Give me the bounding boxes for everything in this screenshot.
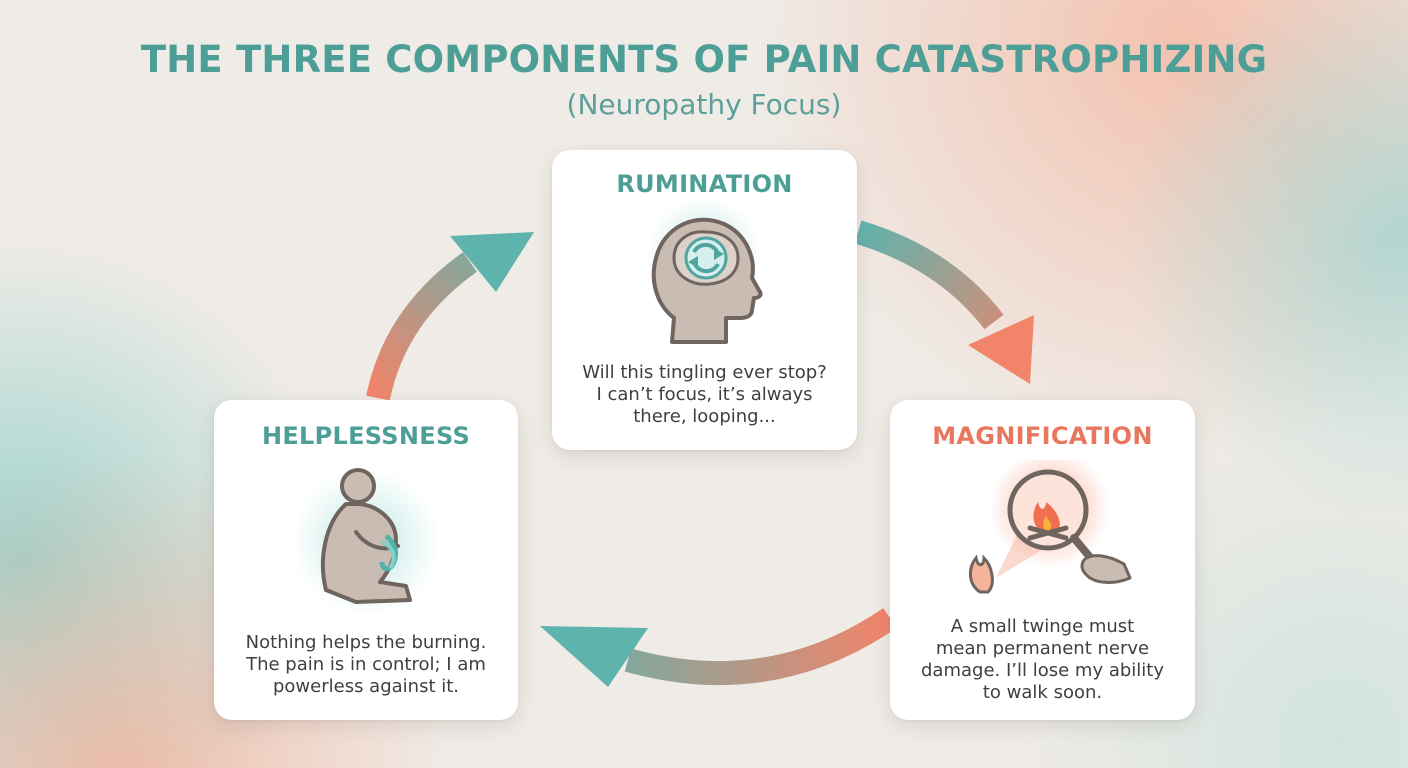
arrow-magnification-to-helplessness bbox=[540, 608, 897, 687]
rumination-line-2: I can’t focus, it’s always bbox=[596, 384, 813, 405]
helplessness-title: HELPLESSNESS bbox=[261, 422, 471, 450]
page-subtitle: (Neuropathy Focus) bbox=[566, 88, 842, 121]
rumination-line-3: there, looping... bbox=[633, 406, 776, 427]
magnifying-glass-fire-icon bbox=[969, 460, 1132, 594]
bound-seated-person-icon bbox=[292, 468, 440, 612]
rumination-text: Will this tingling ever stop? I can’t fo… bbox=[562, 362, 847, 428]
rumination-line-1: Will this tingling ever stop? bbox=[582, 362, 827, 383]
magnification-card: MAGNIFICATION A small twinge must mean p… bbox=[890, 400, 1195, 720]
page-title: THE THREE COMPONENTS OF PAIN CATASTROPHI… bbox=[140, 38, 1268, 81]
rumination-card: RUMINATION Will this tingling ever stop?… bbox=[552, 150, 857, 450]
helplessness-line-1: Nothing helps the burning. bbox=[245, 632, 487, 653]
helplessness-text: Nothing helps the burning. The pain is i… bbox=[224, 632, 508, 698]
magnification-title: MAGNIFICATION bbox=[932, 422, 1153, 450]
rumination-title: RUMINATION bbox=[616, 170, 793, 198]
magnification-text: A small twinge must mean permanent nerve… bbox=[900, 616, 1185, 704]
arrow-rumination-to-magnification bbox=[854, 220, 1034, 384]
head-with-looping-arrows-icon bbox=[646, 200, 763, 344]
helplessness-line-2: The pain is in control; I am bbox=[246, 654, 486, 675]
arrow-helplessness-to-rumination bbox=[366, 232, 534, 401]
magnification-line-3: damage. I’ll lose my ability bbox=[921, 660, 1164, 681]
helplessness-card: HELPLESSNESS Nothing helps the burning. … bbox=[214, 400, 518, 720]
magnification-line-4: to walk soon. bbox=[982, 682, 1103, 703]
magnification-line-2: mean permanent nerve bbox=[935, 638, 1150, 659]
magnification-line-1: A small twinge must bbox=[950, 616, 1135, 637]
helplessness-line-3: powerless against it. bbox=[272, 676, 460, 697]
